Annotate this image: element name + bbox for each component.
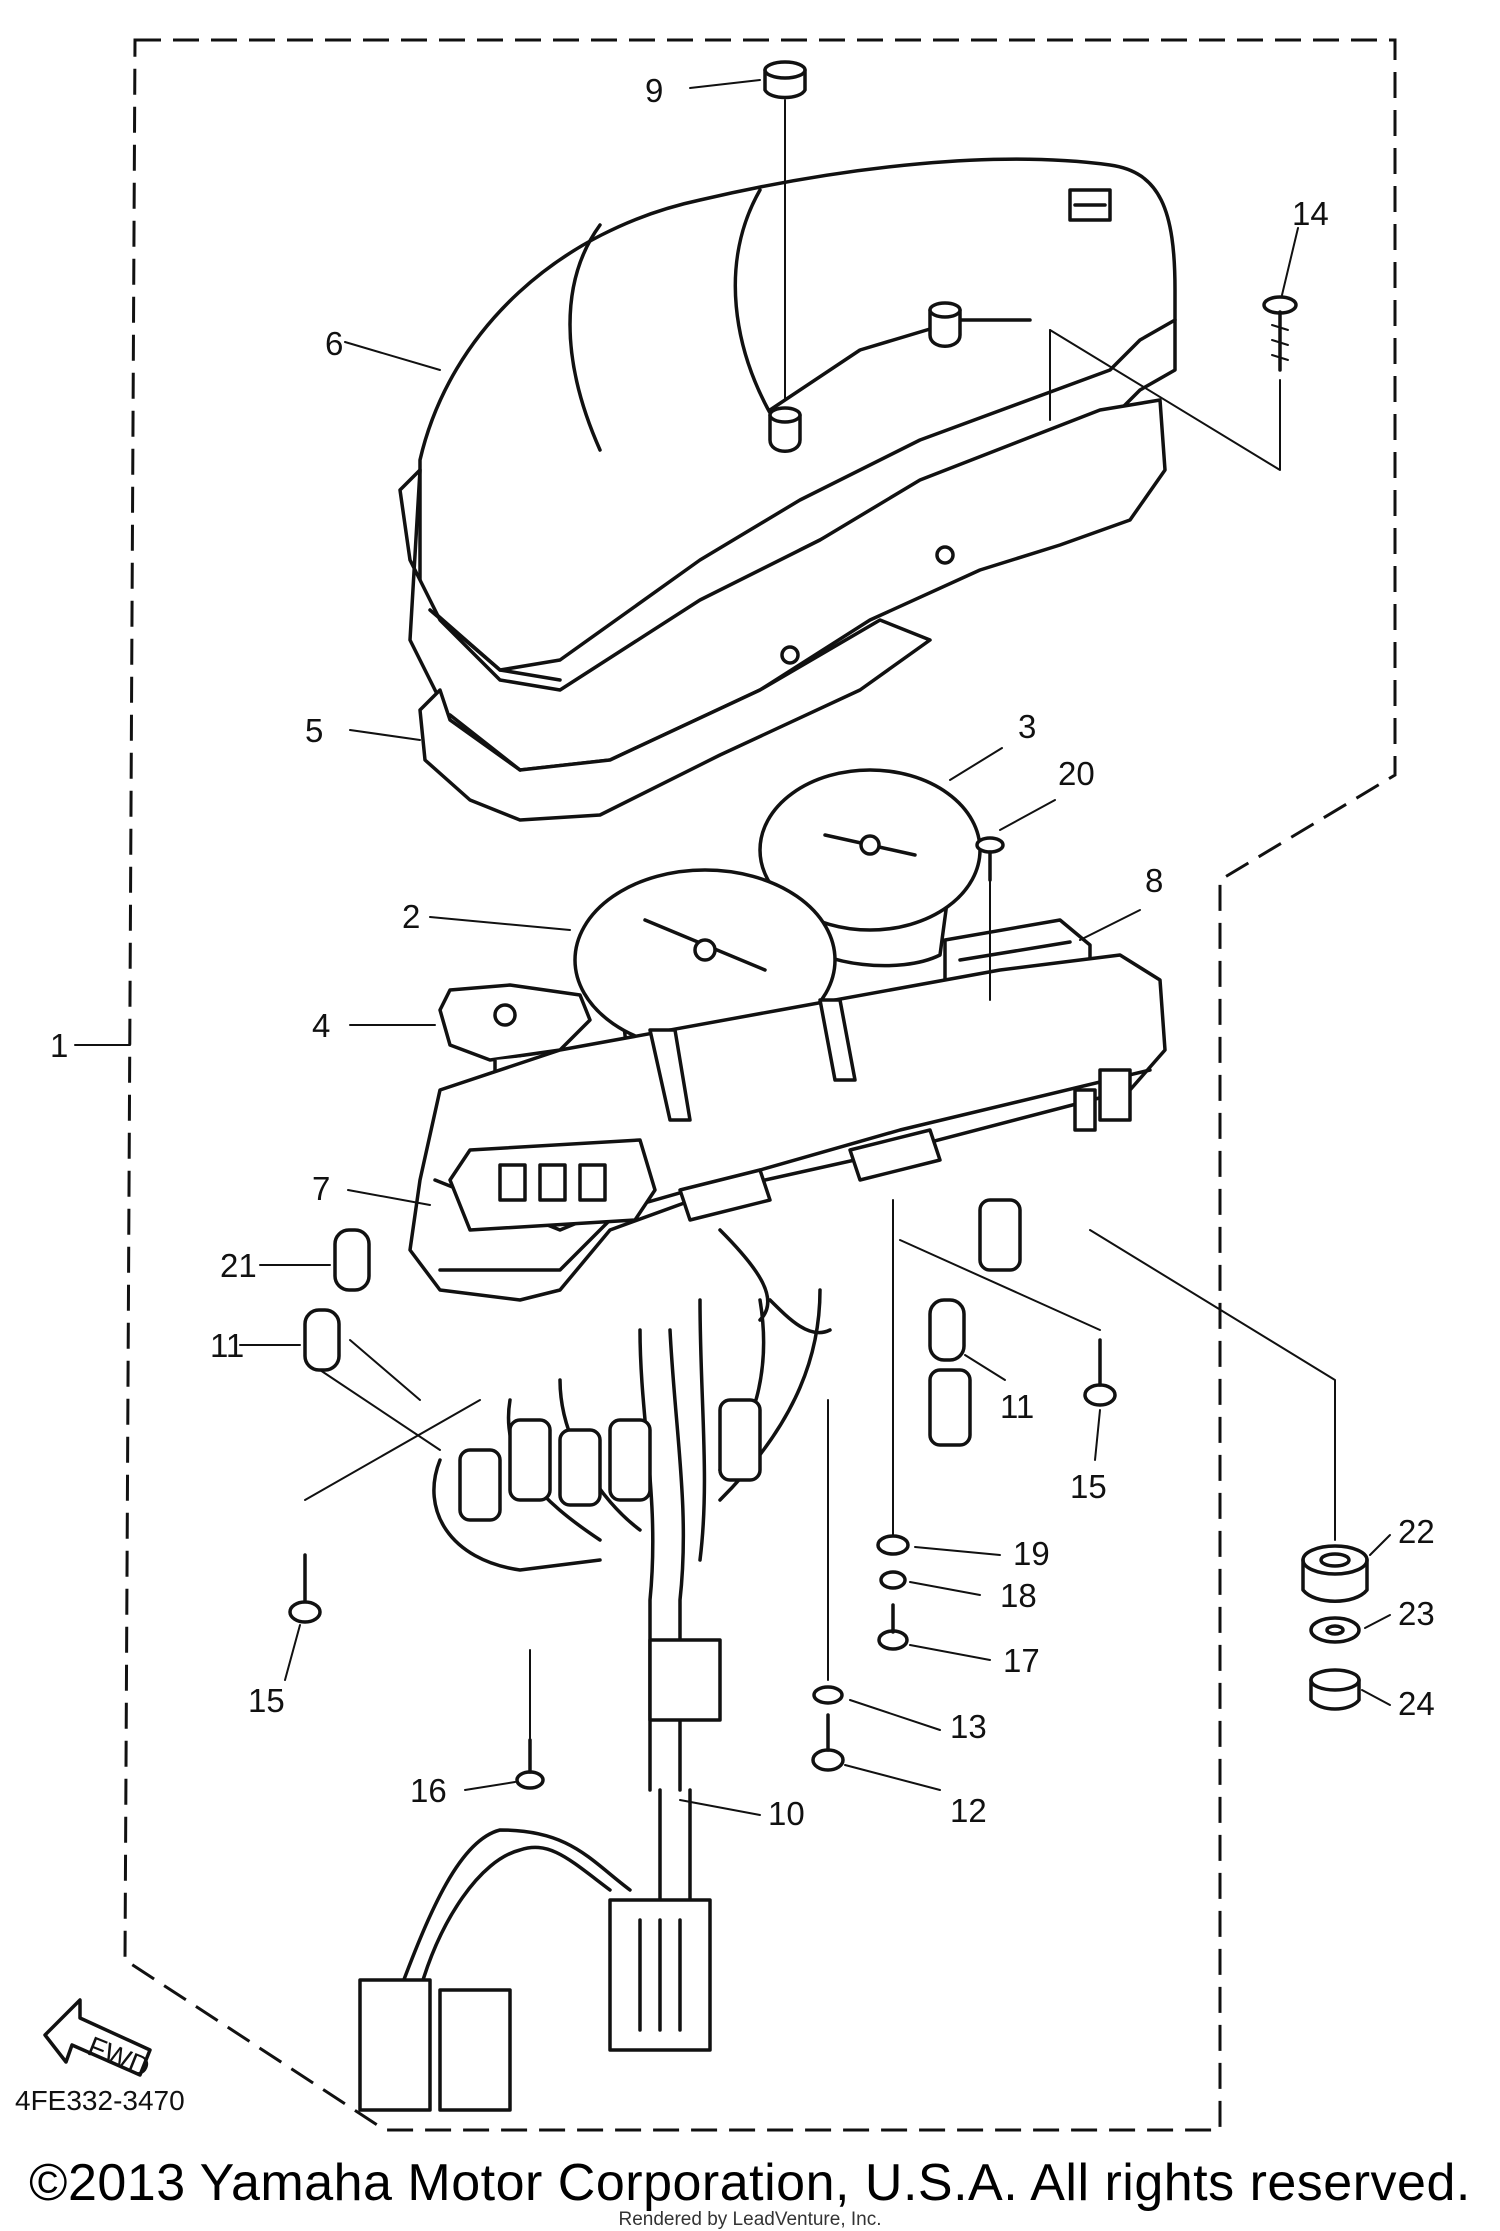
callout-24: 24 <box>1398 1685 1435 1722</box>
callout-7: 7 <box>312 1170 330 1207</box>
callout-20: 20 <box>1058 755 1095 792</box>
callout-leaders <box>74 79 1391 1816</box>
callout-12: 12 <box>950 1792 987 1829</box>
callout-2: 2 <box>402 898 420 935</box>
rubber-cap-9 <box>763 60 807 100</box>
grommet-19 <box>876 1534 910 1556</box>
callout-14: 14 <box>1292 195 1329 232</box>
meter-base <box>408 953 1167 1302</box>
callout-5: 5 <box>305 712 323 749</box>
callout-8: 8 <box>1145 862 1163 899</box>
meter-case-upper <box>418 157 1177 722</box>
washer-18 <box>879 1570 907 1590</box>
copyright-notice: ©2013 Yamaha Motor Corporation, U.S.A. A… <box>29 2154 1471 2212</box>
callout-10: 10 <box>768 1795 805 1832</box>
assembly-boundary <box>123 38 1397 2132</box>
diagram-part-code: 4FE332-3470 <box>15 2085 185 2116</box>
screw-15-left <box>288 1553 322 1624</box>
callout-11-left: 11 <box>210 1327 244 1364</box>
callout-17: 17 <box>1003 1642 1040 1679</box>
callout-13: 13 <box>950 1708 987 1745</box>
assembly-guide-lines <box>304 99 1336 1741</box>
fwd-arrow: FWD <box>43 1998 154 2083</box>
callout-22: 22 <box>1398 1513 1435 1550</box>
callout-3: 3 <box>1018 708 1036 745</box>
callout-11-right: 11 <box>1000 1388 1034 1425</box>
bulb-11-left <box>303 1308 341 1372</box>
damper-22 <box>1301 1544 1369 1603</box>
screw-20 <box>975 836 1005 882</box>
collar-23 <box>1309 1616 1361 1644</box>
callout-15-left: 15 <box>248 1682 285 1719</box>
washer-13 <box>812 1685 844 1705</box>
callout-16: 16 <box>410 1772 447 1809</box>
screw-15-right <box>1083 1338 1117 1407</box>
callout-19: 19 <box>1013 1535 1050 1572</box>
callout-21: 21 <box>220 1247 257 1284</box>
wire-harness <box>358 1198 1022 2112</box>
callout-18: 18 <box>1000 1577 1037 1614</box>
bolt-17 <box>877 1603 909 1651</box>
rendered-by-notice: Rendered by LeadVenture, Inc. <box>618 2209 882 2230</box>
callout-6: 6 <box>325 325 343 362</box>
screw-16 <box>515 1738 545 1790</box>
bolt-12 <box>811 1713 845 1772</box>
callout-9: 9 <box>645 72 663 109</box>
callout-15-right: 15 <box>1070 1468 1107 1505</box>
nut-24 <box>1309 1668 1361 1711</box>
screw-14 <box>1262 295 1298 372</box>
bulb-21 <box>333 1228 371 1292</box>
callout-4: 4 <box>312 1007 330 1044</box>
meter-case-lower <box>418 618 932 822</box>
bulb-11-right <box>928 1298 966 1362</box>
callout-1: 1 <box>50 1027 68 1064</box>
callout-23: 23 <box>1398 1595 1435 1632</box>
